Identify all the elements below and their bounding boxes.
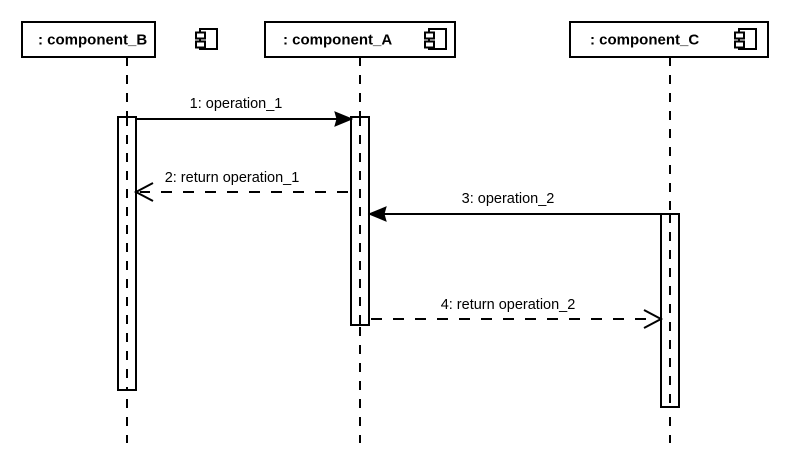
lifeline-header-box-component_A[interactable] (264, 21, 456, 58)
message-2-arrowhead (133, 182, 154, 202)
lifeline-header-box-component_B[interactable] (21, 21, 156, 58)
message-3-arrowhead (367, 206, 387, 222)
component-icon (734, 28, 757, 50)
message-2[interactable]: 2: return operation_1 (133, 170, 348, 202)
message-1-arrowhead (334, 111, 354, 127)
message-1[interactable]: 1: operation_1 (136, 96, 354, 127)
lifeline-component_A[interactable]: : component_A (264, 21, 456, 443)
message-4[interactable]: 4: return operation_2 (371, 297, 664, 329)
component-icon (424, 28, 447, 50)
message-3-label: 3: operation_2 (462, 191, 555, 207)
lifeline-component_C[interactable]: : component_C (569, 21, 769, 443)
message-3[interactable]: 3: operation_2 (367, 191, 661, 222)
lifeline-label-component_A: : component_A (283, 31, 392, 48)
message-1-label: 1: operation_1 (190, 96, 283, 112)
component-icon (195, 28, 218, 50)
activation-bar-component_A[interactable] (350, 116, 370, 326)
message-4-label: 4: return operation_2 (441, 297, 576, 313)
lifeline-component_B[interactable]: : component_B (21, 21, 218, 443)
message-4-arrowhead (643, 309, 664, 329)
message-2-label: 2: return operation_1 (165, 170, 300, 186)
lifeline-label-component_B: : component_B (38, 31, 147, 48)
lifeline-label-component_C: : component_C (590, 31, 699, 48)
